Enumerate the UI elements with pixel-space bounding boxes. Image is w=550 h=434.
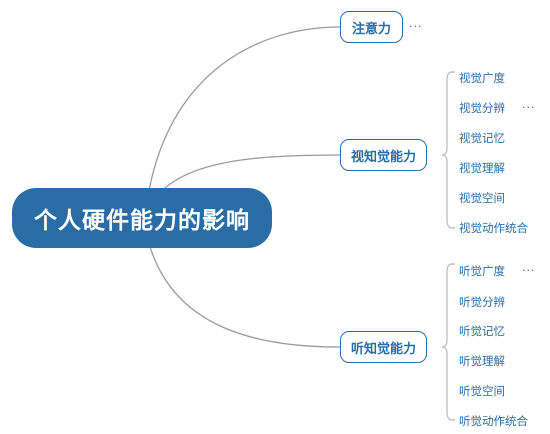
leaf-visual-spatial[interactable]: 视觉空间 [459, 191, 505, 205]
leaf-auditory-spatial[interactable]: 听觉空间 [459, 384, 505, 398]
branch-visual-perception[interactable]: 视知觉能力 [340, 139, 427, 171]
branch-auditory-perception[interactable]: 听知觉能力 [340, 331, 427, 363]
leaf-visual-discrimination[interactable]: 视觉分辨 [459, 101, 505, 115]
auditory-breadth-collapsed-indicator[interactable]: ··· [522, 264, 536, 277]
leaf-visual-memory[interactable]: 视觉记忆 [459, 131, 505, 145]
connector-root-to-auditory [147, 239, 341, 348]
leaf-auditory-comprehension[interactable]: 听觉理解 [459, 354, 505, 368]
connector-root-to-visual [164, 154, 341, 189]
bracket-auditory [441, 263, 455, 421]
visual-discrimination-collapsed-indicator[interactable]: ··· [522, 101, 536, 114]
leaf-auditory-memory[interactable]: 听觉记忆 [459, 324, 505, 338]
leaf-auditory-motor-integration[interactable]: 听觉动作统合 [459, 414, 528, 428]
branch-attention[interactable]: 注意力 [340, 11, 403, 43]
connector-root-to-attention [147, 26, 341, 197]
leaf-auditory-discrimination[interactable]: 听觉分辨 [459, 295, 505, 309]
bracket-visual [441, 71, 455, 229]
leaf-visual-comprehension[interactable]: 视觉理解 [459, 161, 505, 175]
attention-collapsed-indicator[interactable]: ··· [409, 20, 423, 33]
leaf-visual-breadth[interactable]: 视觉广度 [459, 71, 505, 85]
leaf-auditory-breadth[interactable]: 听觉广度 [459, 264, 505, 278]
root-node[interactable]: 个人硬件能力的影响 [12, 188, 272, 248]
leaf-visual-motor-integration[interactable]: 视觉动作统合 [459, 221, 528, 235]
